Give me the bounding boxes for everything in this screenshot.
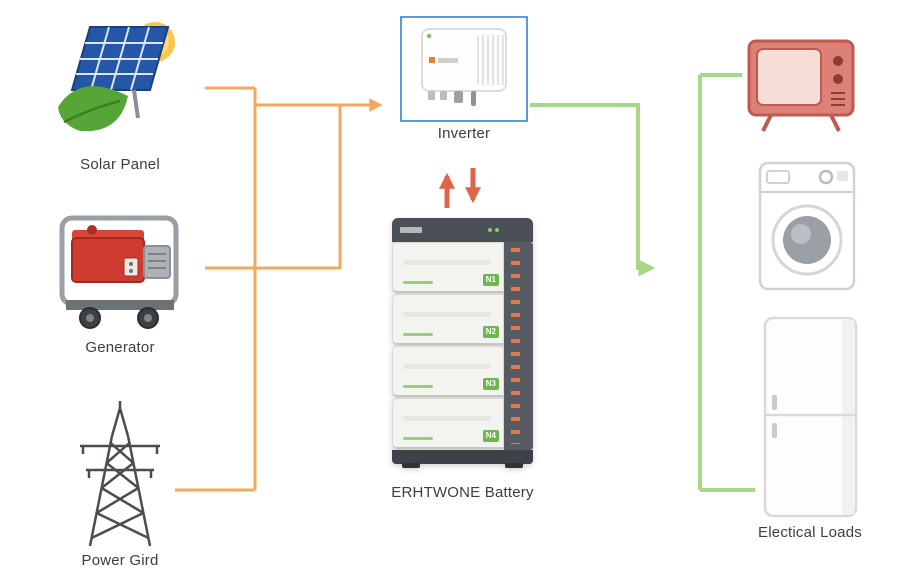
washing-machine-icon <box>758 161 856 291</box>
module-handle-groove <box>403 260 491 265</box>
power-grid-label: Power Gird <box>81 552 159 569</box>
battery-flow-arrows <box>438 168 482 208</box>
module-led-strip <box>403 281 433 284</box>
power-grid-icon <box>80 401 160 547</box>
source-connector-group <box>175 86 383 492</box>
battery-label: ERHTWONE Battery <box>391 484 534 501</box>
generator-label: Generator <box>85 339 155 356</box>
tv-icon <box>747 39 855 132</box>
refrigerator-icon <box>763 316 858 518</box>
battery-module: N3 <box>392 346 504 397</box>
loads-label: Electical Loads <box>758 524 862 541</box>
battery-body: N1 N2 N3 N4 <box>392 242 533 450</box>
battery-top-cap <box>392 218 533 242</box>
battery-module-label: N3 <box>482 378 499 390</box>
battery-base <box>392 450 533 468</box>
inverter-box <box>400 16 528 122</box>
solar-panel-label: Solar Panel <box>80 156 160 173</box>
generator-icon <box>59 215 179 329</box>
battery-module: N4 <box>392 398 504 449</box>
battery-logo <box>400 227 422 233</box>
battery-module-label: N4 <box>482 430 499 442</box>
inverter-label: Inverter <box>437 125 491 142</box>
battery-module: N2 <box>392 294 504 345</box>
battery-foot <box>402 463 420 468</box>
battery-rail-vents <box>511 248 520 444</box>
battery-modules: N1 N2 N3 N4 <box>392 242 504 450</box>
solar-panel-icon <box>58 22 175 132</box>
battery-module-label: N2 <box>482 326 499 338</box>
module-handle-groove <box>403 364 491 369</box>
battery-status-leds <box>488 228 499 232</box>
battery-foot <box>505 463 523 468</box>
battery-module-label: N1 <box>482 274 499 286</box>
module-led-strip <box>403 333 433 336</box>
module-handle-groove <box>403 312 491 317</box>
battery-side-rail <box>504 242 533 450</box>
module-handle-groove <box>403 416 491 421</box>
battery-unit: N1 N2 N3 N4 <box>392 218 533 468</box>
generator-line <box>205 105 342 270</box>
load-connector-group <box>530 73 755 492</box>
inverter-to-loads-arrow <box>530 103 656 277</box>
module-led-strip <box>403 437 433 440</box>
battery-module: N1 <box>392 242 504 293</box>
module-led-strip <box>403 385 433 388</box>
inverter-icon <box>421 28 507 106</box>
